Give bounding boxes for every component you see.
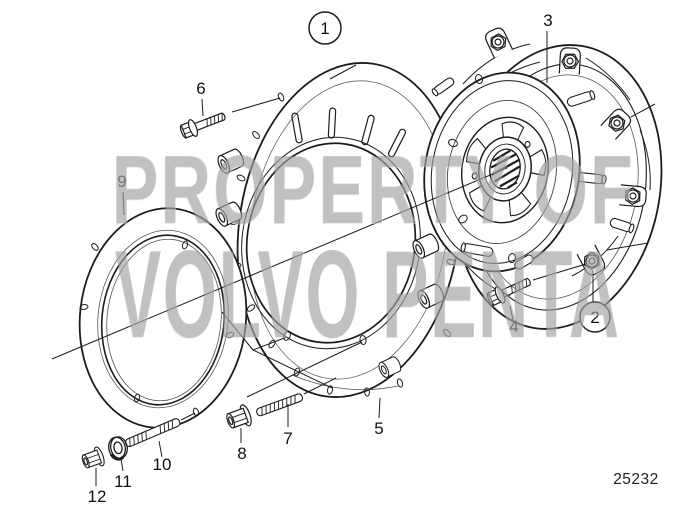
flange-nut — [619, 184, 647, 208]
leader-lines — [51, 31, 656, 486]
leader-stud7-hole — [303, 377, 337, 395]
leader-callout-6 — [201, 98, 204, 117]
callout-6: 6 — [196, 79, 205, 98]
callout-4: 4 — [509, 317, 518, 336]
clutch-damper-assembly — [423, 27, 663, 330]
leader-callout-10 — [158, 440, 163, 458]
callout-3: 3 — [543, 11, 552, 30]
washer-11 — [108, 436, 128, 461]
leader-callout-5 — [378, 397, 381, 419]
leader-nut-top — [630, 103, 656, 118]
flange-nut — [600, 108, 632, 140]
front-plate-holes — [448, 73, 516, 264]
flange-nut — [558, 47, 581, 75]
callout-11: 11 — [114, 472, 132, 491]
nut-12 — [81, 446, 105, 469]
callout-2: 2 — [590, 308, 599, 327]
spline-hatch — [490, 149, 521, 189]
leader-nut8-hole — [246, 341, 363, 398]
ring-flange-holes — [79, 240, 235, 417]
callout-7: 7 — [283, 429, 292, 448]
leader-bolt6-hole — [231, 97, 281, 113]
center-axis-line — [51, 167, 508, 360]
callout-1: 1 — [320, 19, 329, 38]
leader-nut-bottom — [606, 242, 649, 251]
callout-5: 5 — [374, 419, 383, 438]
screw-4 — [486, 277, 531, 307]
callout-2-circle — [579, 301, 611, 333]
nut-8 — [226, 404, 252, 429]
callout-10: 10 — [153, 455, 172, 474]
callout-8: 8 — [237, 444, 246, 463]
bolt-6 — [179, 112, 226, 139]
plate-spacer-bosses — [215, 148, 445, 378]
callout-1-circle — [308, 11, 342, 45]
stud-7 — [256, 393, 304, 417]
adapter-plate — [215, 62, 462, 398]
leader-plate-holes-b — [252, 349, 333, 389]
plate-slots — [291, 107, 407, 158]
spacer-ring — [78, 207, 248, 429]
leader-stud10-hole — [180, 412, 196, 421]
leader-callout-4 — [509, 305, 514, 321]
fasteners — [81, 112, 531, 469]
damper-lugs — [460, 242, 534, 270]
callout-12: 12 — [88, 487, 107, 506]
leader-callout-1 — [329, 64, 357, 80]
callout-labels: 1 2 3 4 5 6 7 8 9 10 11 12 — [88, 11, 611, 506]
leader-callout-9 — [122, 191, 125, 216]
flange-nut-part-2 — [576, 244, 606, 276]
leader-callout-11 — [120, 458, 124, 472]
rim-flange-nuts — [485, 27, 647, 276]
drawing-number: 25232 — [613, 471, 659, 488]
plate-rim-holes — [228, 92, 456, 397]
flange-nut — [485, 27, 514, 59]
leader-screw4-nut — [532, 263, 587, 281]
callout-9: 9 — [117, 172, 126, 191]
